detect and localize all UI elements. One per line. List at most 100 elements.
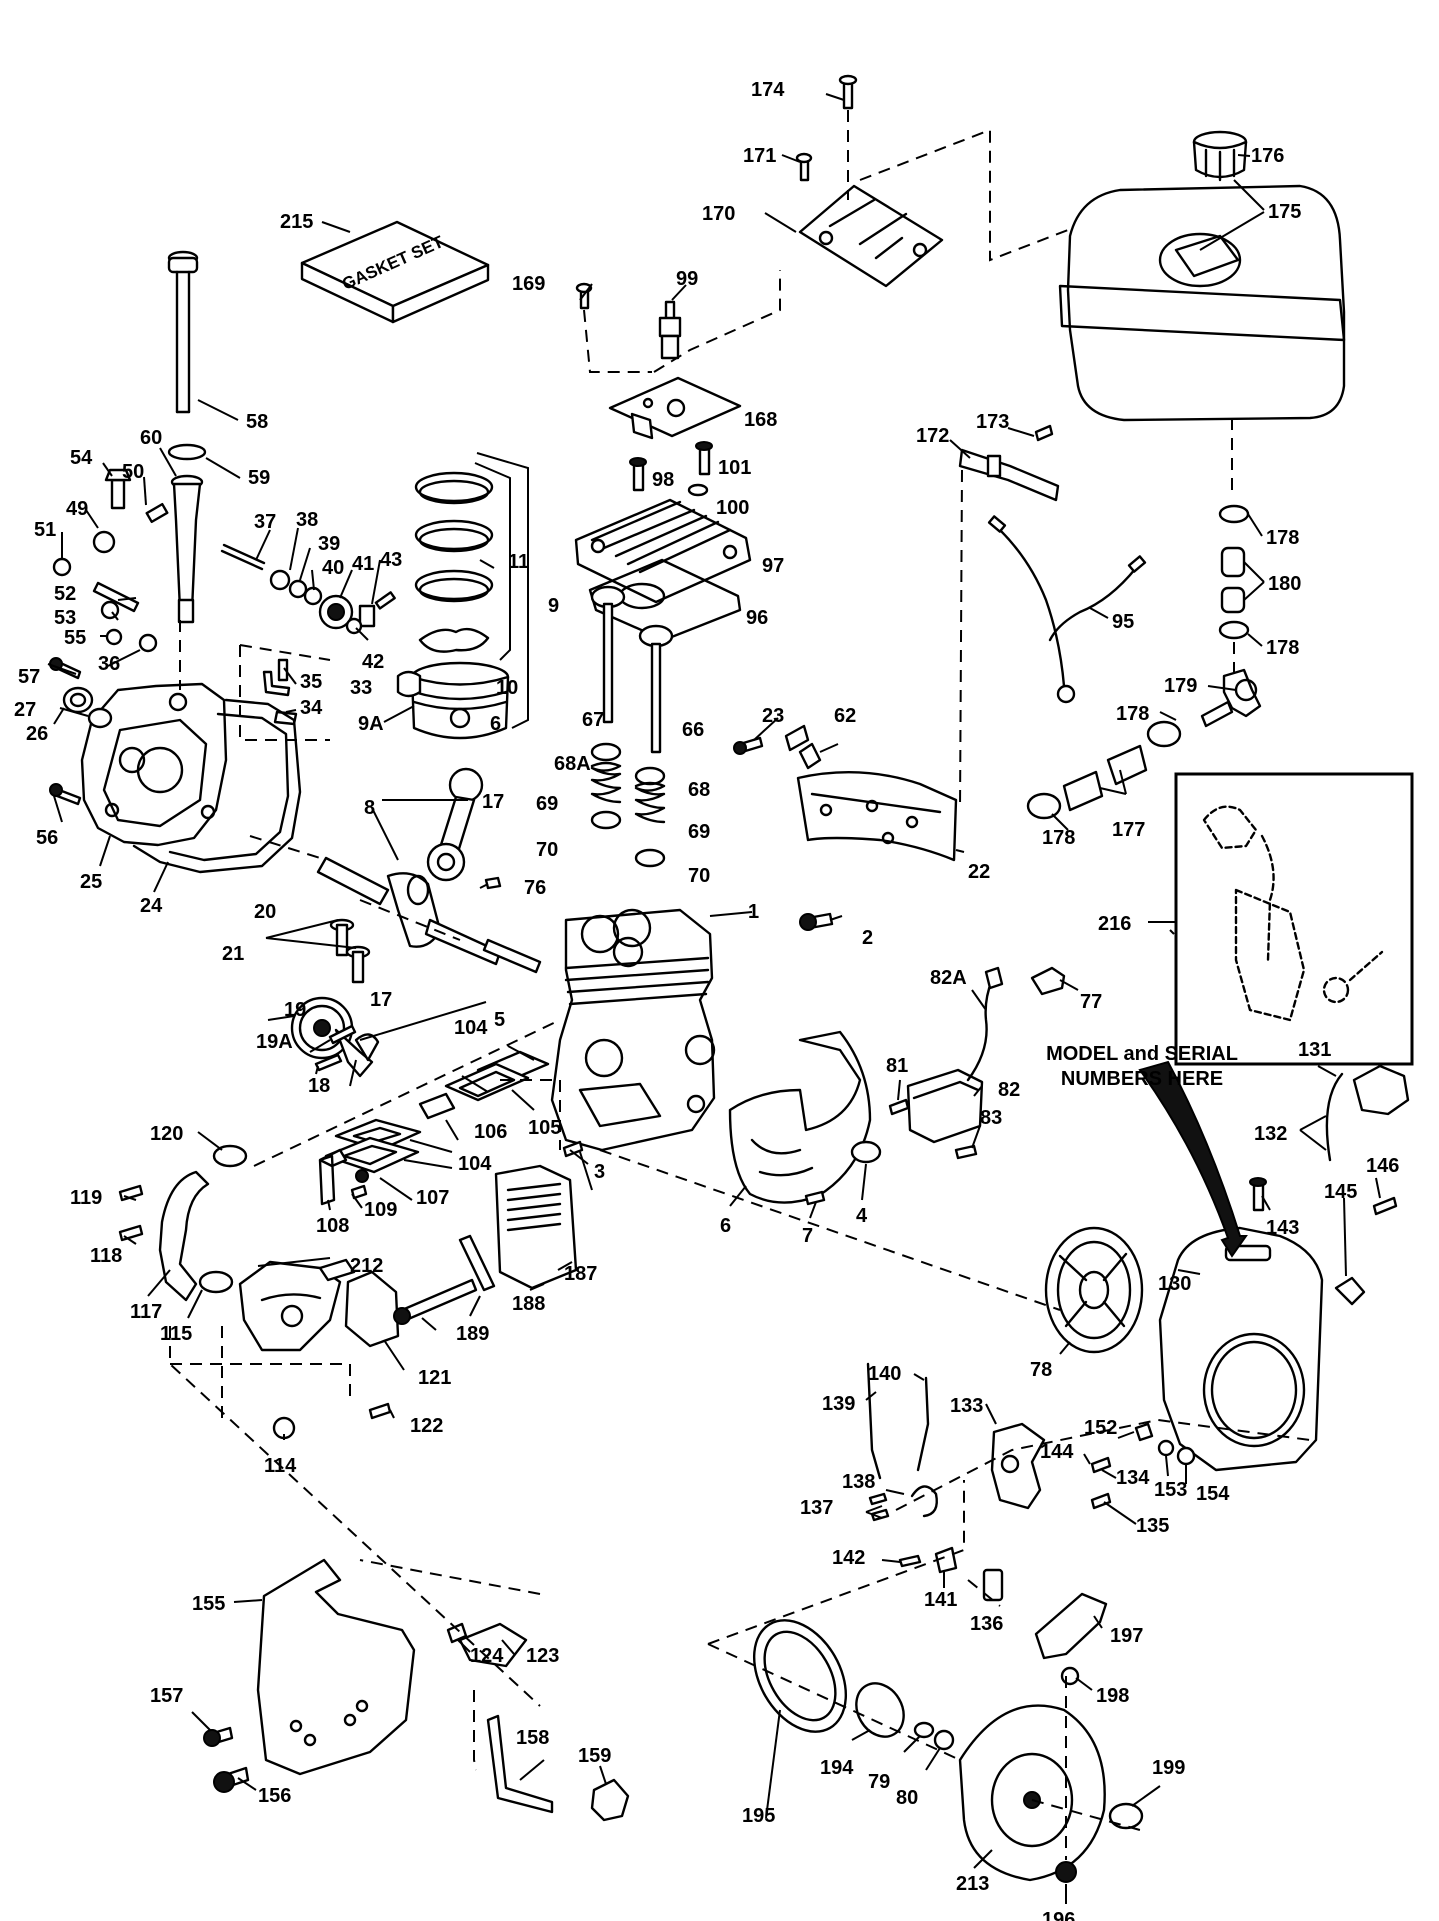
- part-label-107: 107: [416, 1187, 449, 1209]
- o-ring: [167, 443, 207, 461]
- wire-harness: [987, 515, 1147, 704]
- part-label-175: 175: [1268, 201, 1301, 223]
- part-label-133: 133: [950, 1395, 983, 1417]
- note-line-2: NUMBERS HERE: [1061, 1068, 1223, 1090]
- part-label-156: 156: [258, 1785, 291, 1807]
- part-label-152: 152: [1084, 1417, 1117, 1439]
- carburetor: [198, 1258, 356, 1352]
- crankcase-cover: [80, 682, 302, 874]
- part-label-199: 199: [1152, 1757, 1185, 1779]
- plug-199: [1108, 1802, 1144, 1830]
- part-label-10: 10: [496, 677, 518, 699]
- part-label-34: 34: [300, 697, 323, 719]
- part-label-153: 153: [1154, 1479, 1187, 1501]
- part-label-54: 54: [70, 447, 93, 469]
- part-label-117: 117: [130, 1301, 162, 1323]
- part-label-76: 76: [524, 877, 546, 899]
- crankshaft: [316, 856, 542, 974]
- part-label-8: 8: [364, 797, 375, 819]
- note-line-1: MODEL and SERIAL: [1046, 1043, 1238, 1065]
- governor-dash: [895, 1418, 1311, 1511]
- part-label-19a: 19A: [256, 1031, 293, 1053]
- part-label-43: 43: [380, 549, 402, 571]
- leader-lines: [47, 93, 1381, 1904]
- screw-81: [888, 1098, 910, 1116]
- part-label-104b: 104: [458, 1153, 492, 1175]
- part-label-118: 118: [90, 1245, 122, 1267]
- part-label-189: 189: [456, 1323, 489, 1345]
- washer-79: [913, 1721, 935, 1739]
- assembly-dash-lines: [169, 110, 1235, 1860]
- part-label-82: 82: [998, 1079, 1020, 1101]
- part-label-57: 57: [18, 666, 40, 688]
- part-label-137: 137: [800, 1497, 833, 1519]
- part-label-66: 66: [682, 719, 704, 741]
- part-label-5: 5: [494, 1009, 505, 1031]
- part-label-3: 3: [594, 1161, 605, 1183]
- part-label-105: 105: [528, 1117, 561, 1139]
- part-label-25: 25: [80, 871, 102, 893]
- connecting-rod: [426, 767, 484, 882]
- valves: [590, 585, 674, 754]
- part-label-131: 131: [1298, 1039, 1331, 1061]
- part-label-194: 194: [820, 1757, 854, 1779]
- part-label-140: 140: [868, 1363, 901, 1385]
- part-label-95: 95: [1112, 611, 1134, 633]
- part-label-79: 79: [868, 1771, 890, 1793]
- piston-rings: [414, 471, 494, 653]
- part-label-123: 123: [526, 1645, 559, 1667]
- inset-box-216: [1174, 772, 1414, 1066]
- part-label-56: 56: [36, 827, 58, 849]
- part-label-173: 173: [976, 411, 1009, 433]
- part-label-35: 35: [300, 671, 322, 693]
- part-label-22: 22: [968, 861, 990, 883]
- blower-housing: [1158, 1226, 1324, 1472]
- fuel-cap: [1192, 130, 1248, 182]
- flywheel: [1044, 1226, 1144, 1354]
- part-label-42: 42: [362, 651, 384, 673]
- part-label-124: 124: [470, 1645, 504, 1667]
- part-label-69a: 69: [536, 793, 558, 815]
- camshaft-gear: [290, 996, 374, 1078]
- part-label-122: 122: [410, 1415, 443, 1437]
- control-panel-cover: [256, 1558, 416, 1776]
- part-label-106: 106: [474, 1121, 507, 1143]
- flywheel-key: [484, 876, 502, 890]
- head-gasket: [588, 558, 742, 642]
- starter-handle: [1034, 1592, 1108, 1660]
- part-label-120: 120: [150, 1123, 183, 1145]
- part-label-171: 171: [743, 145, 776, 167]
- part-label-178c: 178: [1116, 703, 1149, 725]
- knob: [590, 1778, 630, 1822]
- part-label-36: 36: [98, 653, 120, 675]
- screw-83: [954, 1144, 978, 1160]
- part-label-138: 138: [842, 1471, 875, 1493]
- part-label-169: 169: [512, 273, 545, 295]
- part-label-172: 172: [916, 425, 949, 447]
- governor-parts: [52, 468, 169, 653]
- ignition-module: [906, 966, 1004, 1144]
- gasket-set-box: GASKET SET: [300, 220, 490, 324]
- part-label-178d: 178: [1042, 827, 1075, 849]
- head-plate: [608, 376, 742, 440]
- choke-rod: [486, 1714, 554, 1814]
- ground-bracket: [958, 424, 1060, 502]
- part-label-142: 142: [832, 1547, 865, 1569]
- tappets: [329, 918, 371, 984]
- part-label-180: 180: [1268, 573, 1301, 595]
- part-label-197: 197: [1110, 1625, 1143, 1647]
- part-label-6b: 6: [720, 1215, 731, 1237]
- head-bolts: [629, 441, 713, 497]
- part-label-98: 98: [652, 469, 674, 491]
- part-label-176: 176: [1251, 145, 1284, 167]
- part-label-81: 81: [886, 1055, 908, 1077]
- part-label-20: 20: [254, 901, 276, 923]
- part-label-170: 170: [702, 203, 735, 225]
- part-label-135: 135: [1136, 1515, 1169, 1537]
- part-label-195: 195: [742, 1805, 775, 1827]
- part-label-115: 115: [160, 1323, 192, 1345]
- part-label-70a: 70: [536, 839, 558, 861]
- part-label-11: 11: [508, 551, 529, 573]
- governor-linkage: [866, 1362, 1196, 1602]
